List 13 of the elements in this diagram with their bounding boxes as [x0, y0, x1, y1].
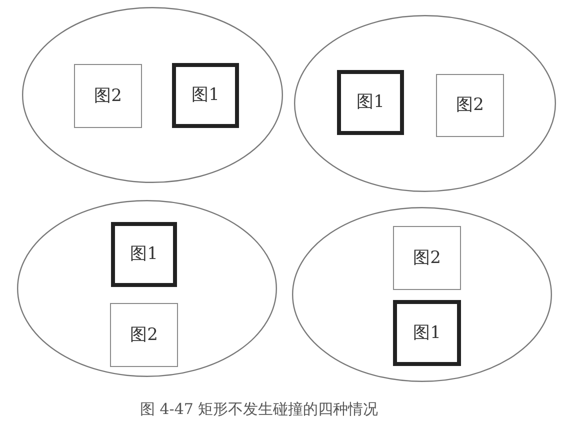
- figure-caption: 图 4-47 矩形不发生碰撞的四种情况: [140, 400, 378, 419]
- rectangle-box: 图2: [393, 226, 461, 290]
- thick-rectangle-box: 图1: [337, 70, 404, 135]
- rectangle-box: 图2: [110, 303, 178, 367]
- ellipse-region: [294, 15, 556, 192]
- ellipse-region: [17, 200, 277, 377]
- rectangle-box: 图2: [74, 64, 142, 128]
- ellipse-region: [22, 7, 283, 183]
- thick-rectangle-box: 图1: [172, 63, 239, 128]
- thick-rectangle-box: 图1: [111, 222, 177, 287]
- ellipse-region: [292, 207, 552, 382]
- rectangle-box: 图2: [436, 74, 504, 137]
- thick-rectangle-box: 图1: [393, 300, 461, 366]
